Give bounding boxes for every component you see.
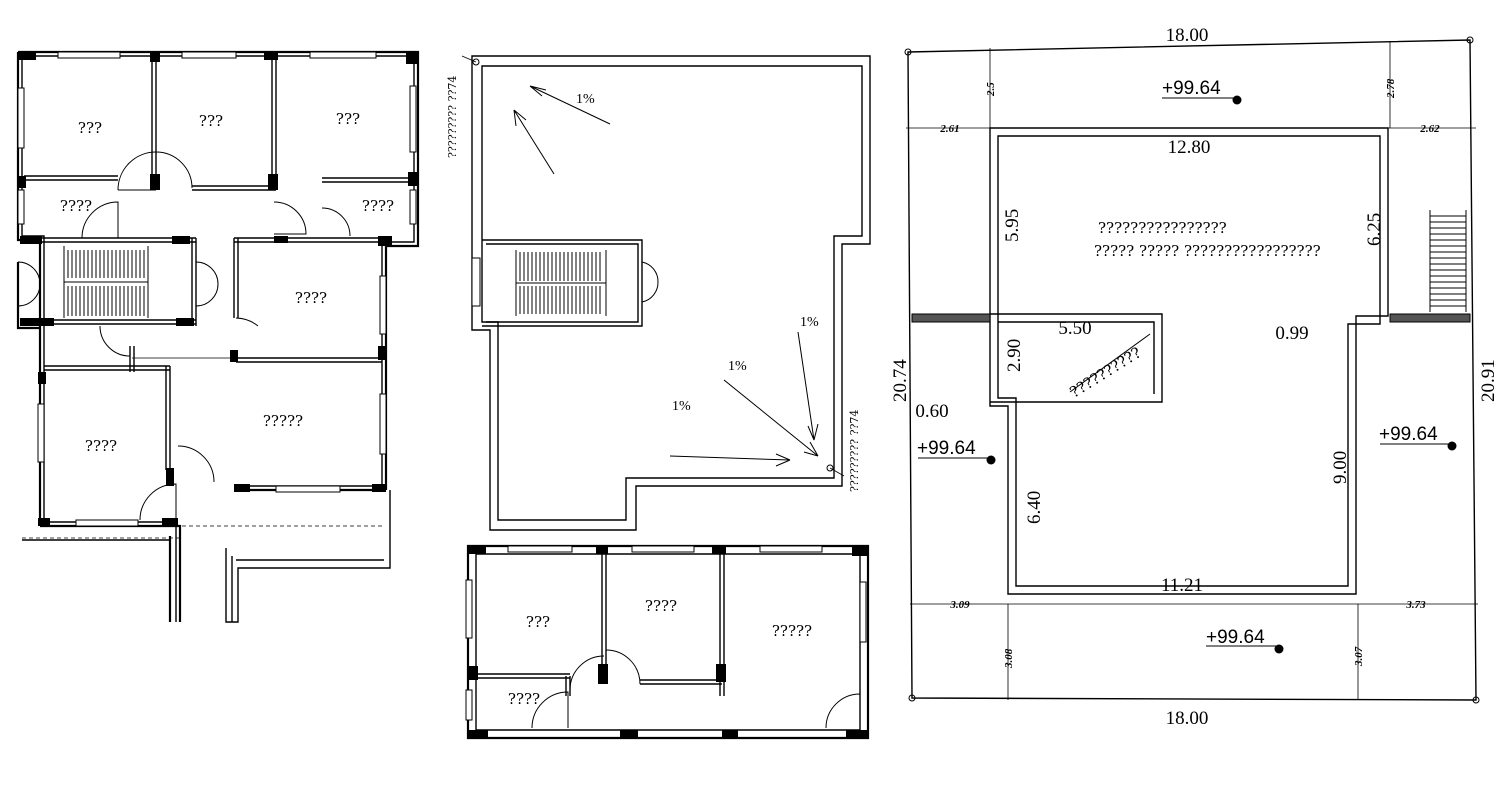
gf-room-1-label: ???: [78, 119, 102, 137]
dim-25: 2.5: [985, 82, 997, 97]
site-plan: 18.00 18.00 12.80 11.21 20.74 20.91 5.95…: [890, 25, 1499, 729]
roof-plan: 1% 1% 1% 1% ????????? ??74 ????????? ??7…: [446, 55, 871, 531]
downpipe-label-bottom: ????????? ??74: [848, 410, 861, 492]
annex-room-4-label: ????: [508, 690, 540, 708]
level-top: +99.64: [1162, 78, 1221, 99]
dim-308: 3.08: [1003, 648, 1015, 669]
dim-309: 3.09: [949, 599, 970, 611]
dim-inner-top: 12.80: [1168, 137, 1211, 158]
building-note-2: ????? ????? ?????????????????: [1094, 242, 1321, 260]
dim-373: 3.73: [1405, 599, 1426, 611]
gf-room-3-label: ???: [336, 110, 360, 128]
slope-label-1: 1%: [576, 92, 595, 107]
slope-label-3: 1%: [728, 359, 747, 374]
gf-room-2-label: ???: [199, 112, 223, 130]
gf-room-4-label: ????: [60, 197, 92, 215]
dim-278: 2.78: [1385, 78, 1397, 99]
gf-room-5-label: ????: [362, 197, 394, 215]
dim-top-width: 18.00: [1166, 25, 1209, 46]
slope-label-4: 1%: [672, 399, 691, 414]
building-note-1: ????????????????: [1098, 219, 1227, 237]
annex-room-1-label: ???: [526, 613, 550, 631]
dim-060: 0.60: [915, 401, 948, 422]
dim-900: 9.00: [1330, 451, 1351, 484]
downpipe-label-top: ????????? ??74: [446, 76, 459, 158]
annex-room-3-label: ?????: [772, 622, 812, 640]
ground-floor-plan: ??? ??? ??? ???? ???? ???? ???? ?????: [16, 50, 420, 623]
gf-room-7-label: ????: [85, 437, 117, 455]
gf-room-8-label: ?????: [263, 412, 303, 430]
dim-right-side: 20.91: [1478, 359, 1499, 402]
dim-261: 2.61: [939, 123, 959, 135]
level-right: +99.64: [1379, 424, 1438, 445]
dim-550: 5.50: [1058, 318, 1091, 339]
level-bottom: +99.64: [1206, 627, 1265, 648]
gf-room-6-label: ????: [295, 289, 327, 307]
dim-290: 2.90: [1004, 339, 1025, 372]
dim-625: 6.25: [1364, 213, 1385, 246]
stair-note: ??????????: [1067, 344, 1145, 402]
dim-262: 2.62: [1419, 123, 1440, 135]
annex-floor-plan: ??? ???? ????? ????: [465, 544, 870, 740]
slope-label-2: 1%: [800, 315, 819, 330]
dim-640: 6.40: [1024, 491, 1045, 524]
dim-099: 0.99: [1275, 323, 1308, 344]
slope-arrows: [513, 85, 819, 467]
dim-bottom-width: 18.00: [1166, 708, 1209, 729]
dim-left-side: 20.74: [890, 359, 911, 402]
ground-stair: [63, 246, 149, 318]
dim-307: 3.07: [1353, 646, 1365, 667]
dim-595: 5.95: [1002, 209, 1023, 242]
annex-room-2-label: ????: [645, 597, 677, 615]
level-left: +99.64: [917, 438, 976, 459]
dim-inner-bottom: 11.21: [1161, 575, 1203, 596]
